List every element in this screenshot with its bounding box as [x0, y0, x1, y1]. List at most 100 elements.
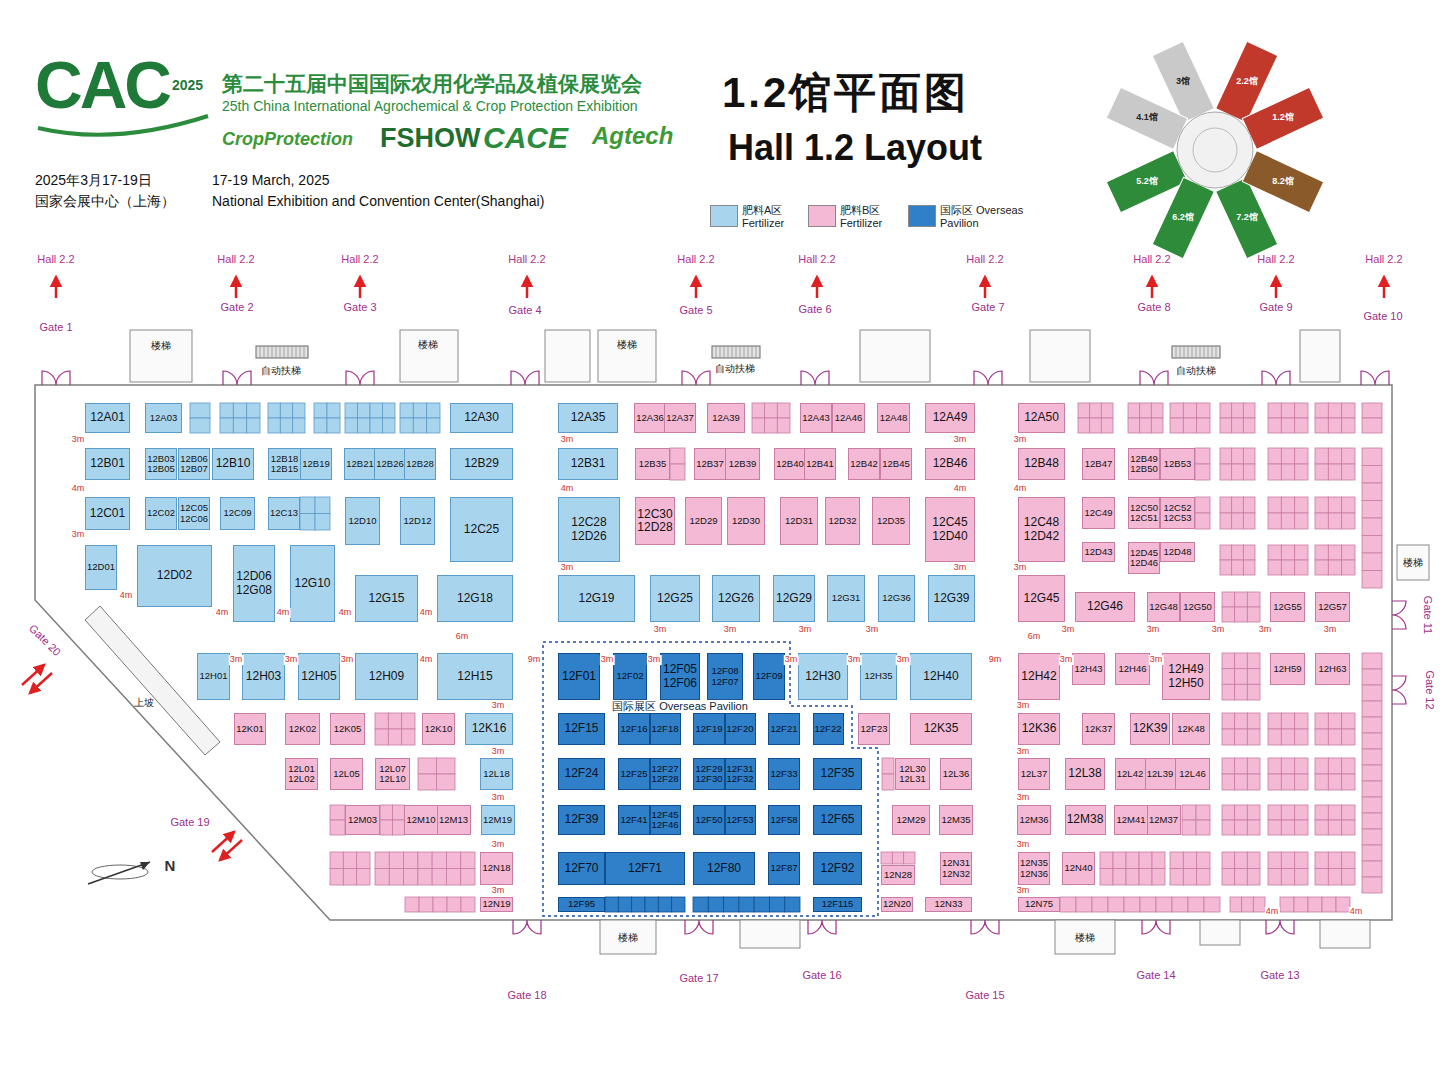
aisle-width: 6m — [455, 632, 470, 642]
escalator-step — [728, 346, 729, 358]
small-booth — [1170, 418, 1183, 433]
small-booth — [1247, 684, 1260, 700]
booth: 12H09 — [355, 653, 418, 700]
logo-swoosh — [38, 116, 208, 135]
small-booth — [1139, 869, 1152, 886]
booth: 12B48 — [1018, 448, 1065, 480]
gate-label: Gate 5 — [679, 304, 712, 316]
small-booth — [1362, 829, 1382, 845]
small-booth — [1195, 464, 1210, 480]
booth-number: 12L07 — [379, 764, 405, 774]
aisle-width: 4m — [338, 608, 353, 618]
small-booth — [388, 713, 401, 729]
booth-number: 12C05 — [180, 503, 208, 513]
booth-number: 12M10 — [406, 815, 435, 825]
aisle-width: 3m — [1013, 563, 1028, 573]
small-booth — [1315, 774, 1328, 790]
booth: 12B26 — [374, 448, 406, 480]
escalator-step — [1184, 346, 1185, 358]
booth: 12G36 — [878, 575, 915, 622]
small-booth — [1315, 758, 1328, 774]
small-booth — [461, 869, 475, 886]
hall-block — [1242, 151, 1323, 213]
small-booth — [1222, 592, 1235, 607]
legend-text: 肥料A区 Fertilizer — [742, 204, 804, 229]
gate-label: Gate 7 — [971, 301, 1004, 313]
booth-number: 12F27 — [652, 764, 679, 774]
escalator-step — [1196, 346, 1197, 358]
small-booth — [1328, 418, 1341, 433]
small-booth — [419, 897, 433, 912]
small-booth — [1197, 403, 1210, 418]
small-booth — [1315, 729, 1328, 745]
booth: 12F4512F46 — [650, 805, 681, 835]
aisle-width: 3m — [491, 793, 506, 803]
small-booth — [1342, 418, 1355, 433]
entry-arrow — [220, 840, 242, 860]
booth-number: 12D10 — [349, 516, 377, 526]
small-booth — [1220, 418, 1232, 433]
booth-number: 12B18 — [271, 454, 298, 464]
small-booth — [1247, 869, 1260, 886]
booth: 12F24 — [558, 758, 605, 790]
small-booth — [1315, 713, 1328, 729]
event-info: 17-19 March, 2025 — [212, 173, 330, 188]
booth-number: 12F39 — [564, 813, 598, 826]
booth-number: 12N18 — [483, 863, 511, 873]
small-booth — [1295, 852, 1308, 869]
small-booth — [1362, 653, 1382, 669]
booth-number: 12C01 — [90, 507, 125, 520]
zone-label: 国际展区 Overseas Pavilion — [609, 700, 751, 712]
small-booth — [1328, 729, 1341, 745]
small-booth — [1328, 497, 1341, 513]
small-booth — [1242, 897, 1254, 912]
booth: 12G26 — [712, 575, 760, 622]
small-booth — [1220, 560, 1232, 575]
booth: 12N20 — [881, 897, 913, 912]
booth: 12C13 — [268, 497, 300, 530]
small-booth — [432, 852, 446, 869]
small-booth — [1152, 852, 1165, 869]
small-booth — [1268, 464, 1281, 480]
small-booth — [1295, 805, 1308, 820]
small-booth — [370, 418, 383, 433]
small-booth — [1139, 852, 1152, 869]
small-booth — [1220, 464, 1232, 480]
booth-number: 12G39 — [933, 592, 969, 605]
small-booth — [1220, 545, 1232, 560]
small-booth — [1128, 403, 1140, 418]
booth: 12H40 — [910, 653, 972, 700]
booth: 12M36 — [1017, 805, 1051, 835]
booth-number: 12F33 — [771, 769, 798, 779]
booth-number: 12B19 — [302, 459, 329, 469]
stair-label: 楼梯 — [151, 340, 171, 351]
small-booth — [1295, 758, 1308, 774]
escalator-step — [1192, 346, 1193, 358]
booth-number: 12B07 — [180, 464, 207, 474]
small-booth — [1362, 797, 1382, 813]
escalator-step — [272, 346, 273, 358]
booth-number: 12F20 — [727, 724, 754, 734]
booth-number: 12K48 — [1177, 724, 1204, 734]
aisle-width: 4m — [560, 484, 575, 494]
small-booth — [1295, 729, 1308, 745]
booth-number: 12C28 — [571, 516, 606, 529]
small-booth — [433, 897, 447, 912]
booth: 12D0612G08 — [233, 545, 275, 622]
booth-number: 12B49 — [1130, 454, 1157, 464]
small-booth — [380, 820, 393, 835]
small-booth — [1060, 897, 1076, 912]
small-booth — [1281, 448, 1294, 464]
booth: 12N3512N36 — [1018, 852, 1050, 885]
booth: 12C3012D28 — [635, 497, 675, 545]
hall-name: 2.2馆 — [1236, 77, 1258, 87]
booth-number: 12A49 — [933, 411, 968, 424]
small-booth — [1253, 897, 1265, 912]
booth: 12F35 — [813, 758, 862, 790]
small-booth — [345, 418, 358, 433]
small-booth — [233, 418, 246, 433]
small-booth — [1268, 713, 1281, 729]
booth: 12G15 — [355, 575, 418, 622]
escalator-step — [1208, 346, 1209, 358]
small-booth — [383, 418, 396, 433]
